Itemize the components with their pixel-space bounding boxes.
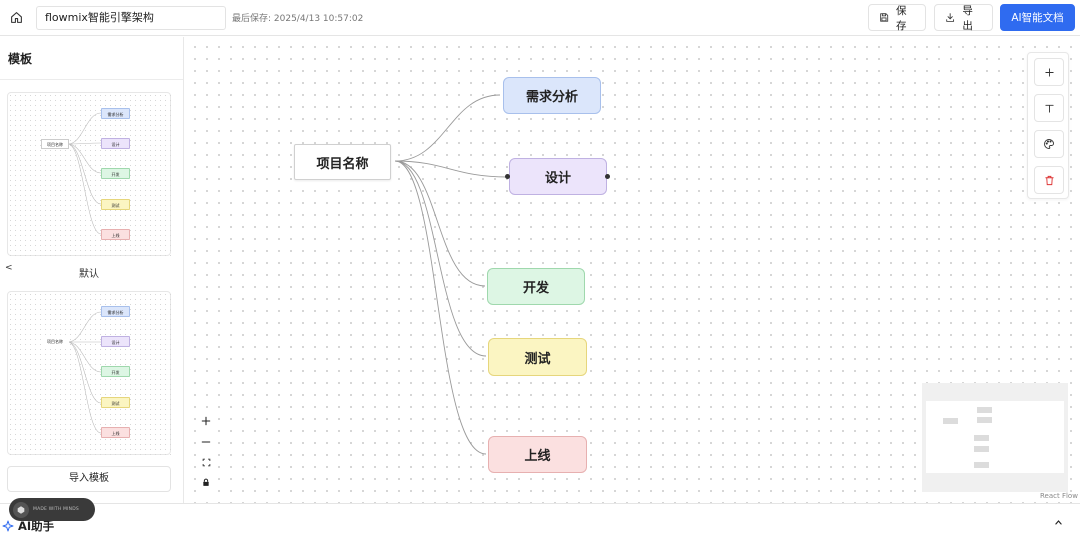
template-mini-node: 设计 <box>101 138 130 149</box>
template-mini-node: 上线 <box>101 229 130 240</box>
template-mini-node: 设计 <box>101 336 130 347</box>
ai-assistant-label: AI助手 <box>18 519 55 533</box>
template-mini-node: 上线 <box>101 427 130 438</box>
template-thumbnail-edges <box>67 112 102 235</box>
add-node-button[interactable] <box>1034 58 1064 86</box>
top-header: flowmix智能引擎架构 最后保存: 2025/4/13 10:57:02 保… <box>0 0 1080 36</box>
ai-doc-button[interactable]: AI智能文档 <box>1000 4 1075 31</box>
react-flow-attribution[interactable]: React Flow <box>1040 492 1078 500</box>
connection-handle[interactable] <box>505 174 510 179</box>
minimap-node <box>977 407 992 413</box>
text-icon <box>1044 104 1054 113</box>
lock-button[interactable] <box>197 473 215 491</box>
template-card-2[interactable]: 项目名称 需求分析 设计 开发 测试 上线 <box>7 291 172 456</box>
ai-assistant-toggle[interactable]: AI助手 <box>2 518 54 534</box>
minimap-node <box>974 462 989 468</box>
project-title-input[interactable]: flowmix智能引擎架构 <box>36 6 226 30</box>
canvas-toolbar <box>1027 52 1069 199</box>
mindmap-edges <box>394 94 508 455</box>
minimap-node <box>974 435 989 441</box>
template-mini-node: 需求分析 <box>101 108 130 119</box>
import-template-button[interactable]: 导入模板 <box>7 466 171 492</box>
template-thumbnail-edges <box>67 311 102 434</box>
template-thumbnail-bg <box>8 292 172 456</box>
last-saved-text: 最后保存: 2025/4/13 10:57:02 <box>232 14 364 24</box>
template-mini-node: 测试 <box>101 199 130 210</box>
zoom-in-button[interactable] <box>197 412 215 430</box>
mindmap-node-design[interactable]: 设计 <box>509 158 607 195</box>
delete-button[interactable] <box>1034 166 1064 194</box>
edge <box>394 160 486 287</box>
edge <box>394 160 487 357</box>
connection-handle[interactable] <box>605 174 610 179</box>
home-button[interactable] <box>6 7 26 27</box>
template-mini-node: 测试 <box>101 397 130 408</box>
bottom-bar: AI助手 <box>0 503 1080 535</box>
minimap-viewport <box>926 401 1064 473</box>
badge-logo-icon <box>13 501 29 518</box>
template-mini-root: 项目名称 <box>41 337 69 347</box>
add-text-button[interactable] <box>1034 94 1064 122</box>
export-button[interactable]: 导出 <box>934 4 993 32</box>
minimap[interactable] <box>922 383 1068 492</box>
zoom-in-icon <box>201 416 211 426</box>
home-icon <box>10 11 22 23</box>
sidebar-title: 模板 <box>8 52 33 66</box>
template-mini-root: 项目名称 <box>41 139 69 149</box>
minimap-node <box>977 417 992 423</box>
plus-icon <box>1044 67 1054 77</box>
fit-view-icon <box>202 458 210 466</box>
template-sidebar: 模板 项目名称 需求分析 设计 开发 测试 上线 < 默认 <box>0 37 184 503</box>
sidebar-divider <box>0 79 183 80</box>
made-with-badge[interactable]: MADE WITH MINDS <box>9 498 95 521</box>
template-card-default[interactable]: 项目名称 需求分析 设计 开发 测试 上线 <box>7 92 172 257</box>
download-icon <box>946 13 955 22</box>
color-palette-button[interactable] <box>1034 130 1064 158</box>
zoom-out-button[interactable] <box>197 433 215 451</box>
lock-icon <box>203 478 209 486</box>
minimap-node <box>974 446 989 452</box>
minimap-node <box>943 418 958 424</box>
flow-canvas[interactable]: 项目名称 需求分析 设计 开发 测试 上线 <box>185 37 1080 503</box>
template-mini-node: 开发 <box>101 366 130 377</box>
save-icon <box>880 13 889 22</box>
badge-text: MADE WITH MINDS <box>33 507 79 512</box>
template-mini-node: 需求分析 <box>101 306 130 317</box>
chevron-up-icon[interactable] <box>1054 518 1063 530</box>
mindmap-node-requirements[interactable]: 需求分析 <box>503 77 601 114</box>
edge <box>394 160 487 455</box>
mindmap-node-launch[interactable]: 上线 <box>488 436 587 473</box>
template-caption-default: 默认 <box>79 269 99 280</box>
mindmap-root-node[interactable]: 项目名称 <box>294 144 391 180</box>
template-mini-node: 开发 <box>101 168 130 179</box>
save-button[interactable]: 保存 <box>868 4 926 32</box>
edge <box>394 94 501 162</box>
export-label: 导出 <box>962 4 973 32</box>
mindmap-node-testing[interactable]: 测试 <box>488 338 587 376</box>
fit-view-button[interactable] <box>197 453 215 471</box>
edge <box>394 160 508 178</box>
mindmap-node-development[interactable]: 开发 <box>487 268 585 305</box>
zoom-out-icon <box>201 441 211 443</box>
save-label: 保存 <box>895 4 907 32</box>
sidebar-collapse-toggle[interactable]: < <box>5 263 13 273</box>
zoom-controls <box>197 412 215 492</box>
sparkle-icon <box>2 520 14 532</box>
palette-icon <box>1044 139 1054 149</box>
trash-icon <box>1044 175 1054 185</box>
